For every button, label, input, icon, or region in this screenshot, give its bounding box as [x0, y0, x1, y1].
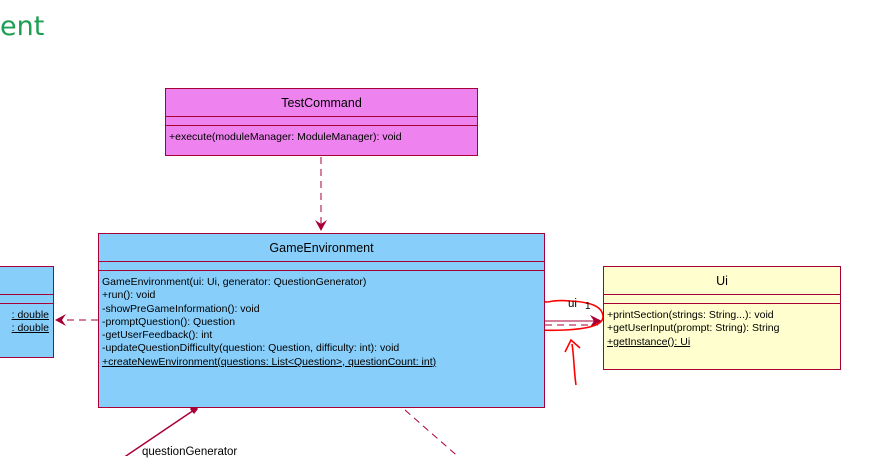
class-title: TestCommand — [166, 89, 477, 117]
method-get-user-input: +getUserInput(prompt: String): String — [607, 322, 780, 335]
ui-multiplicity-label: 1 — [585, 301, 591, 312]
generator-role-label: questionGenerator — [142, 446, 238, 458]
attributes-section — [166, 117, 477, 126]
method-execute: +execute(moduleManager: ModuleManager): … — [169, 131, 402, 143]
attributes-section — [604, 295, 840, 304]
class-left-partial[interactable]: : double : double — [0, 266, 54, 358]
method-constructor: GameEnvironment(ui: Ui, generator: Quest… — [102, 276, 367, 288]
methods-section: +printSection(strings: String...): void … — [604, 304, 840, 349]
method-print-section: +printSection(strings: String...): void — [607, 309, 774, 321]
method-left-1: : double — [11, 309, 49, 321]
class-game-environment[interactable]: GameEnvironment GameEnvironment(ui: Ui, … — [98, 233, 545, 408]
class-title — [0, 267, 53, 295]
methods-section: +execute(moduleManager: ModuleManager): … — [166, 126, 477, 144]
method-run: +run(): void — [102, 289, 156, 302]
arrowhead-left — [55, 314, 66, 326]
class-title: Ui — [604, 267, 840, 295]
method-left-2: : double — [11, 322, 49, 335]
composition-generator — [124, 409, 195, 456]
class-title: GameEnvironment — [99, 234, 544, 262]
method-update-question-difficulty: -updateQuestionDifficulty(question: Ques… — [102, 342, 400, 355]
attributes-section — [0, 295, 53, 304]
page-heading: ent — [0, 11, 45, 42]
arrowhead-game — [315, 220, 327, 231]
methods-section: : double : double — [0, 304, 53, 336]
attributes-section — [99, 262, 544, 271]
class-ui[interactable]: Ui +printSection(strings: String...): vo… — [603, 266, 841, 370]
method-get-user-feedback: -getUserFeedback(): int — [102, 329, 213, 342]
method-get-instance: +getInstance(): Ui — [607, 335, 691, 348]
method-create-new-environment: +createNewEnvironment(questions: List<Qu… — [102, 355, 437, 368]
class-test-command[interactable]: TestCommand +execute(moduleManager: Modu… — [165, 88, 478, 156]
arrowhead-ui — [590, 315, 602, 327]
annotation-arrow — [564, 338, 581, 386]
method-prompt-question: -promptQuestion(): Question — [102, 315, 236, 328]
dependency-downward — [404, 409, 459, 456]
methods-section: GameEnvironment(ui: Ui, generator: Quest… — [99, 271, 544, 369]
method-show-pre-game-information: -showPreGameInformation(): void — [102, 302, 260, 315]
ui-role-label: ui — [568, 298, 577, 310]
